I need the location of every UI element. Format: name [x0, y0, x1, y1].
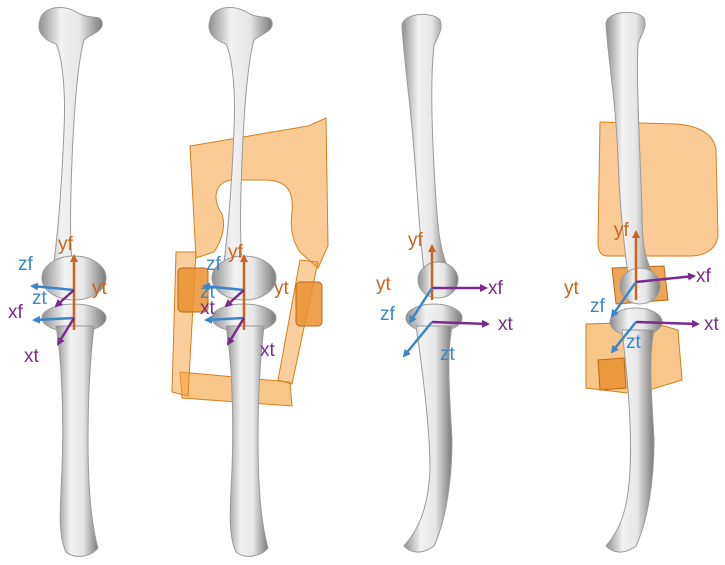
- label-yt: yt: [274, 278, 290, 299]
- label-xf: xf: [488, 278, 504, 299]
- label-yf: yf: [408, 230, 424, 251]
- label-xt-inner: xt: [200, 298, 216, 319]
- label-xt: xt: [24, 346, 40, 367]
- tibia-bone: [42, 304, 106, 556]
- label-zf: zf: [590, 296, 606, 317]
- label-yt: yt: [564, 278, 580, 299]
- label-xf: xf: [696, 266, 712, 287]
- panel-2-frontal-brace: yf zf zt xt yt xt: [172, 7, 328, 556]
- label-xt: xt: [704, 314, 720, 335]
- label-yt: yt: [92, 278, 108, 299]
- label-xt: xt: [260, 340, 276, 361]
- femur-bone: [402, 14, 458, 298]
- label-yt: yt: [376, 274, 392, 295]
- label-xt: xt: [498, 314, 514, 335]
- femur-bone: [39, 7, 106, 300]
- label-zf: zf: [18, 254, 34, 275]
- brace-shell: [586, 122, 718, 394]
- label-yf: yf: [58, 234, 74, 255]
- label-zt: zt: [440, 344, 456, 365]
- label-xf: xf: [8, 302, 24, 323]
- label-zt: zt: [626, 332, 642, 353]
- label-zf: zf: [206, 254, 222, 275]
- label-yf: yf: [228, 242, 244, 263]
- label-zf: zf: [380, 304, 396, 325]
- label-yf: yf: [614, 220, 630, 241]
- panel-3-sagittal: yf yt xf zf xt zt: [376, 14, 514, 552]
- tibia-bone: [404, 304, 462, 552]
- label-zt: zt: [32, 288, 48, 309]
- panel-1-frontal: yf zf zt xf yt xt: [8, 7, 108, 556]
- panel-4-sagittal-brace: yf yt xf zf xt zt: [564, 12, 720, 552]
